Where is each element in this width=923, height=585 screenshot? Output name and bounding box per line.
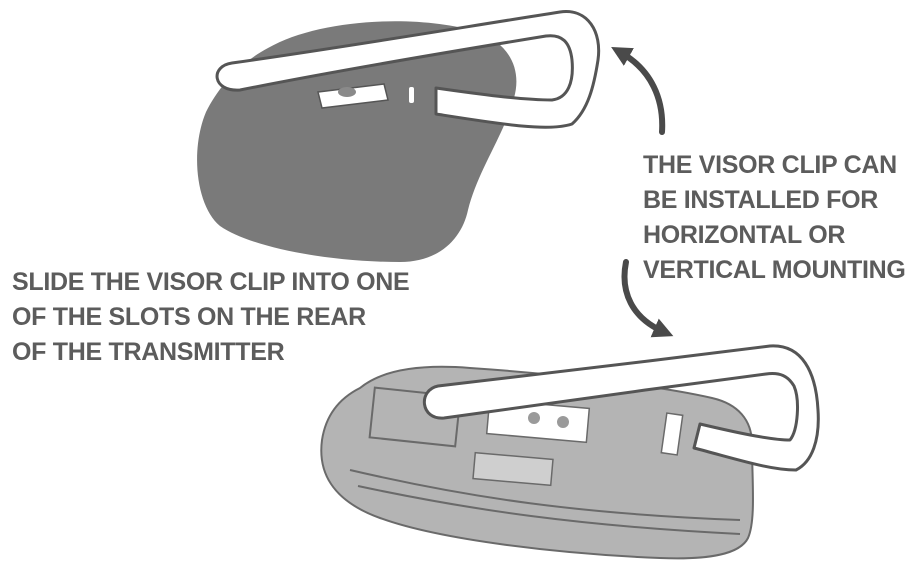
mounting-note-line: THE VISOR CLIP CAN (643, 151, 897, 179)
arrow-to-bottom-illustration (621, 259, 674, 338)
visor-clip-top-band (215, 10, 601, 129)
visor-clip-bottom (422, 344, 820, 472)
visor-clip-top (215, 10, 601, 129)
mounting-note-caption: THE VISOR CLIP CAN BE INSTALLED FOR HORI… (643, 148, 906, 288)
transmitter-top-mark (409, 87, 414, 103)
transmitter-bottom-slot (660, 412, 684, 456)
mounting-note-line: BE INSTALLED FOR (643, 186, 879, 214)
slide-instruction-line: OF THE TRANSMITTER (12, 338, 285, 366)
mounting-note-line: HORIZONTAL OR (643, 221, 846, 249)
transmitter-bottom-groove-1 (349, 469, 741, 521)
slide-instruction-caption: SLIDE THE VISOR CLIP INTO ONE OF THE SLO… (12, 265, 410, 370)
slide-instruction-line: SLIDE THE VISOR CLIP INTO ONE (12, 268, 410, 296)
transmitter-bottom-vent (472, 451, 554, 487)
mounting-note-line: VERTICAL MOUNTING (643, 256, 906, 284)
arrow-to-top-illustration (611, 46, 666, 135)
slide-instruction-line: OF THE SLOTS ON THE REAR (12, 303, 366, 331)
visor-clip-bottom-band (422, 344, 820, 472)
transmitter-bottom-button-1 (528, 412, 540, 424)
transmitter-bottom-button-2 (557, 416, 569, 428)
transmitter-top-slot (317, 83, 389, 109)
transmitter-top-button (338, 87, 356, 97)
transmitter-bottom-groove-2 (357, 485, 741, 535)
